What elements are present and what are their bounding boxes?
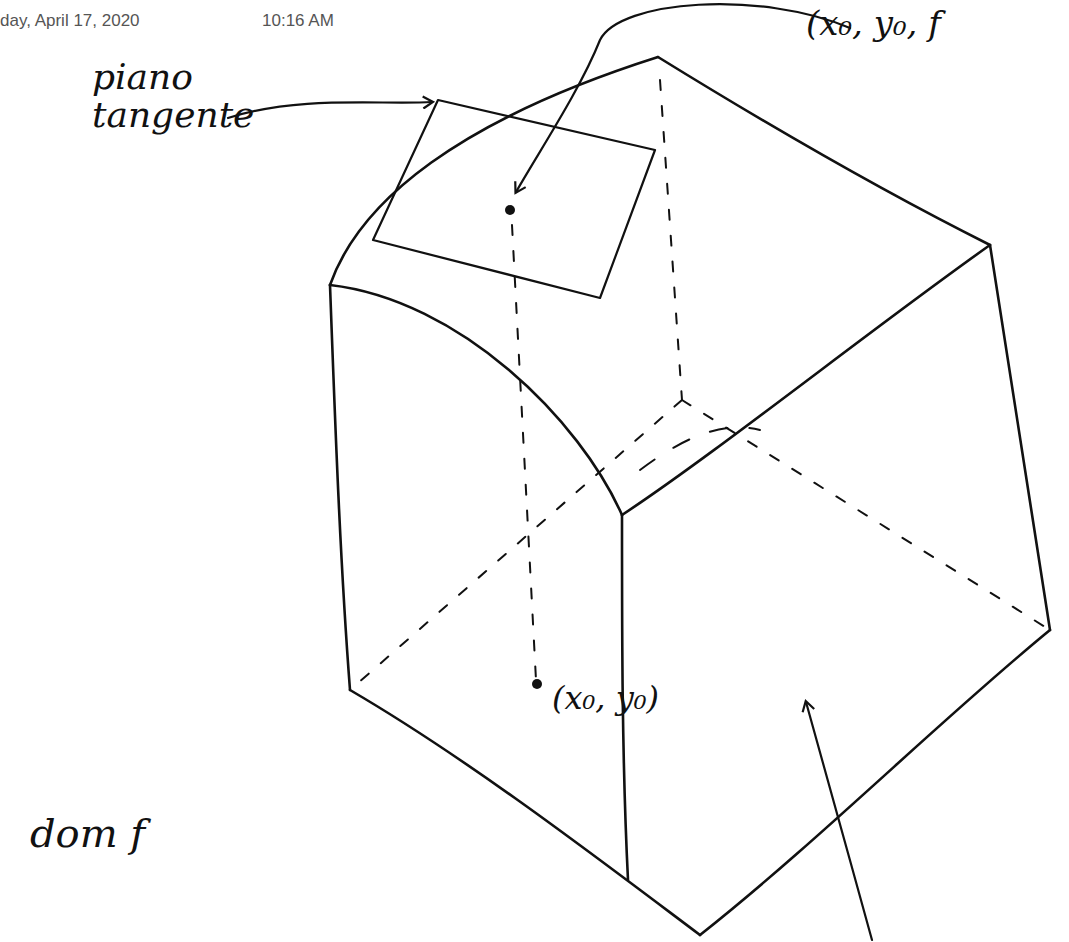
domain-label: dom f (30, 812, 145, 854)
header-date: day, April 17, 2020 (0, 12, 140, 30)
header-time: 10:16 AM (262, 12, 334, 30)
domain-point-label: (x₀, y₀) (552, 682, 659, 716)
plane-label: piano tangente (92, 58, 242, 134)
point-label: (x₀, y₀, f (806, 6, 941, 42)
